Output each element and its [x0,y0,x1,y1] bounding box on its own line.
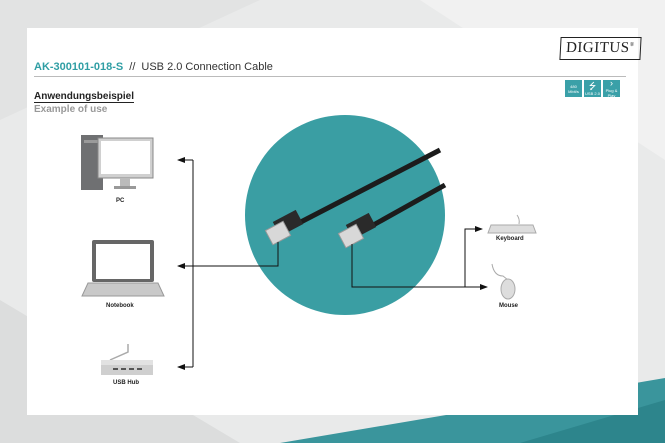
pc-label: PC [116,198,125,204]
usb-hub-label: USB Hub [113,380,139,386]
usb-icon: ⭍USB 2.0 [584,80,601,97]
mouse-label: Mouse [499,303,519,309]
section-title-en: Example of use [34,104,108,115]
pc-icon [81,135,154,190]
keyboard-icon [487,214,537,234]
product-name: USB 2.0 Connection Cable [141,61,273,73]
usb-cable-icon [264,147,447,249]
divider [34,76,626,77]
product-title: AK-300101-018-S // USB 2.0 Connection Cabl… [34,61,273,73]
cable-circle [245,115,445,315]
connector-lines-right [351,226,488,290]
product-sku: AK-300101-018-S [34,61,124,73]
notebook-label: Notebook [106,303,134,309]
keyboard-label: Keyboard [496,236,524,242]
usb-hub-icon [101,344,153,375]
title-separator: // [129,61,136,73]
connector-lines-left [177,157,279,370]
plug-and-play-icon: ›Plug & Play [603,79,620,98]
notebook-icon [81,240,165,297]
mouse-icon [491,263,516,300]
section-title-de: Anwendungsbeispiel [34,91,135,103]
